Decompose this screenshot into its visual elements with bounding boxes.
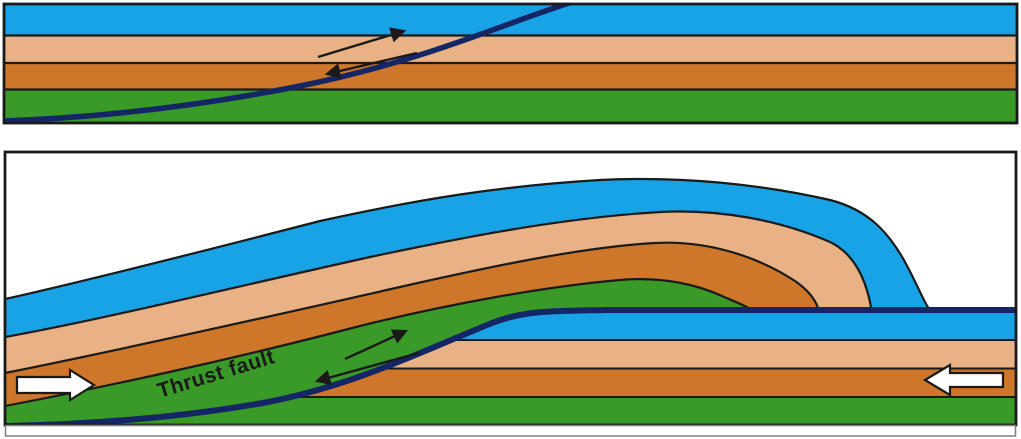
fold-contact-top-of-blue [6,177,930,310]
bedding-contacts-hangingwall [6,177,930,407]
shear-arrow-down-left-icon [324,51,418,79]
hangingwall-layer-green [6,279,750,425]
compression-arrow-right-icon [15,368,97,402]
layer-orange-top-panel [5,63,1016,90]
panel-initial-stage [2,2,1019,125]
layer-blue-top-panel [5,5,1016,36]
thrust-fault-line [6,307,1015,425]
fold-contact-blue-tan [6,210,873,338]
panel-base-edge [4,424,1017,437]
layer-green-top-panel [5,89,1016,122]
shear-arrows-bottom-panel [314,329,420,386]
shear-arrows-top-panel [317,27,418,79]
panel-border-top [2,2,1019,125]
fold-contact-tan-orange [6,241,820,374]
layer-tan-top-panel [5,35,1016,63]
deformed-strata-group: Thrust fault [6,177,1015,425]
shear-arrow-down-left-icon [314,351,420,386]
shear-arrow-up-right-icon [344,329,409,361]
bedding-contacts-top-panel [5,34,1016,91]
shear-arrow-up-right-icon [317,27,407,59]
fold-contact-orange-green [6,278,751,407]
panel-deformed-stage: Thrust fault [3,150,1018,437]
compression-arrow-left-icon [922,363,1005,397]
initial-strata-group [5,5,1016,122]
incipient-fault-line [5,5,572,122]
